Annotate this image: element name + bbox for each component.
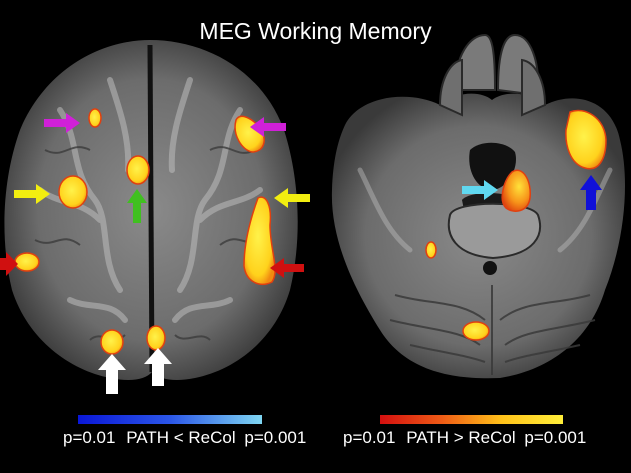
colorbar-right-min: p=0.01	[343, 428, 396, 447]
activation-blobs-inferior	[425, 109, 607, 341]
arrow-white-up-left	[98, 354, 126, 394]
arrow-green-up	[127, 189, 147, 223]
colorbar-left-max: p=0.001	[244, 428, 307, 447]
figure-title: MEG Working Memory	[199, 18, 432, 44]
arrow-cyan-right	[462, 180, 498, 200]
colorbar-path-gt-recol	[380, 415, 563, 424]
arrow-red-left	[0, 252, 18, 276]
arrow-white-up-right	[144, 348, 172, 386]
activation-blobs-axial	[14, 108, 276, 355]
colorbar-left-min: p=0.01	[63, 428, 116, 447]
colorbar-path-lt-recol	[78, 415, 262, 424]
arrow-magenta-right	[250, 117, 286, 137]
arrow-blue-up	[580, 175, 602, 210]
colorbar-caption-left: p=0.01 PATH < ReCol p=0.001	[63, 428, 306, 448]
colorbar-caption-right: p=0.01 PATH > ReCol p=0.001	[343, 428, 586, 448]
arrow-magenta-left	[44, 113, 80, 133]
axial-brain-slice	[0, 40, 310, 394]
arrow-yellow-right	[274, 188, 310, 208]
arrow-red-right	[270, 258, 304, 278]
colorbar-left-contrast: PATH < ReCol	[126, 428, 236, 447]
colorbar-right-max: p=0.001	[524, 428, 587, 447]
colorbar-right-contrast: PATH > ReCol	[406, 428, 516, 447]
arrow-yellow-left	[14, 184, 50, 204]
inferior-brain-slice	[331, 33, 625, 379]
